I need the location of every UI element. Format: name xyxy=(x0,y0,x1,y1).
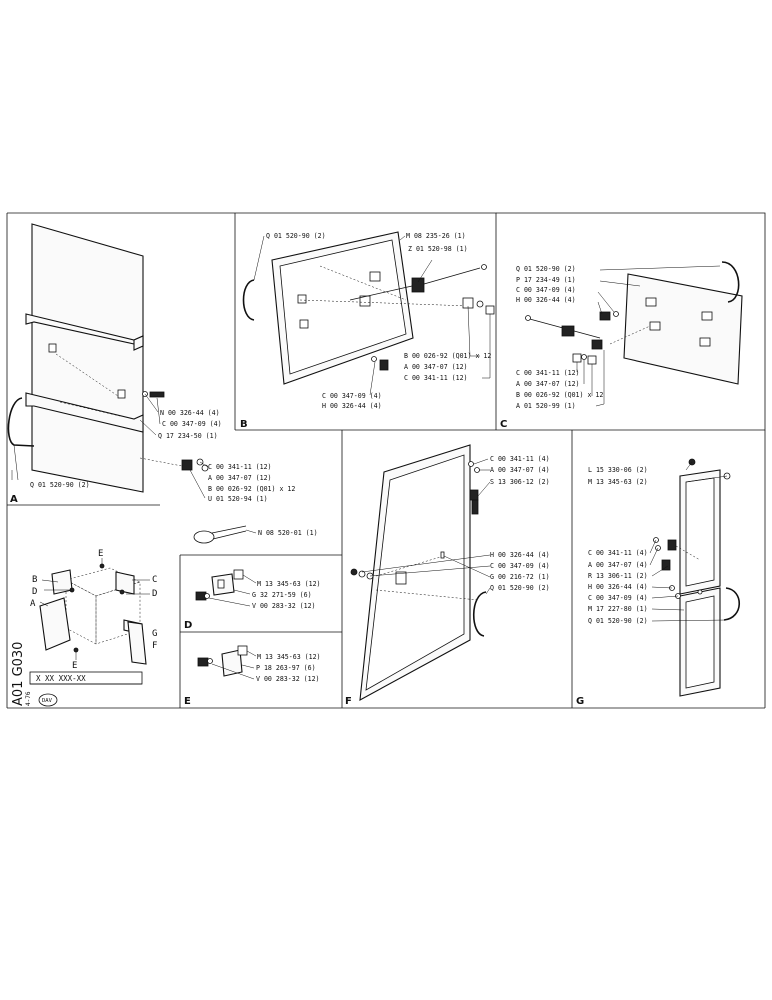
key-label-g: G xyxy=(152,629,157,639)
key-panel-c xyxy=(115,571,135,595)
key-label-b: B xyxy=(32,575,37,585)
callout-b-4: B 00 026-92 (Q01) x 12 xyxy=(404,352,491,360)
view-e: M 13 345-63 (12) P 18 263-97 (6) V 00 28… xyxy=(184,645,321,707)
view-c xyxy=(525,261,743,385)
callout-f-6: G 00 216-72 (1) xyxy=(490,573,550,581)
callout-a-8: U 01 520-94 (1) xyxy=(208,495,268,503)
part-code: X XX XXX-XX xyxy=(36,674,86,683)
callout-f-1: C 00 341-11 (4) xyxy=(490,455,550,463)
key-label-d-left: D xyxy=(32,587,37,597)
callout-a-7: B 00 026-92 (Q01) x 12 xyxy=(208,485,295,493)
callout-d-1: M 13 345-63 (12) xyxy=(257,580,321,588)
callout-a-2: C 00 347-09 (4) xyxy=(162,420,222,428)
callout-key-handle: N 08 520-01 (1) xyxy=(258,529,318,537)
dav-logo-text: DAV xyxy=(42,698,53,704)
callout-f-5: C 00 347-09 (4) xyxy=(490,562,550,570)
handle-f xyxy=(473,591,487,637)
view-letter-a: A xyxy=(10,494,18,505)
callout-g-3: C 00 341-11 (4) xyxy=(588,549,648,557)
callout-b-2: M 08 235-26 (1) xyxy=(406,232,466,240)
view-letter-d: D xyxy=(184,620,192,631)
view-letter-e: E xyxy=(184,696,191,707)
callout-b-3: Z 01 520-98 (1) xyxy=(408,245,468,253)
callout-b-6: C 00 341-11 (12) xyxy=(404,374,468,382)
callout-c-7: B 00 026-92 (Q01) x 12 xyxy=(516,391,603,399)
callout-e-3: V 00 283-32 (12) xyxy=(256,675,320,683)
key-label-d-right: D xyxy=(152,589,157,599)
view-a xyxy=(7,223,209,493)
callout-a-1: N 00 326-44 (4) xyxy=(160,409,220,417)
callout-c-1: Q 01 520-90 (2) xyxy=(516,265,576,273)
key-panel-a xyxy=(39,597,71,651)
view-g xyxy=(653,458,740,697)
view-letter-f: F xyxy=(345,696,352,707)
panel-a-wall xyxy=(31,223,144,493)
view-c-callouts: Q 01 520-90 (2) P 17 234-49 (1) C 00 347… xyxy=(500,265,721,430)
callout-a-5: C 00 341-11 (12) xyxy=(208,463,272,471)
drawing-number: A01 G030 xyxy=(11,642,26,706)
handle-tool xyxy=(193,525,257,544)
callout-c-2: P 17 234-49 (1) xyxy=(516,276,576,284)
callout-f-7: Q 01 520-90 (2) xyxy=(490,584,550,592)
callout-a-4: Q 01 520-90 (2) xyxy=(30,481,90,489)
key-label-e-bottom: E xyxy=(72,661,77,671)
callout-g-5: R 13 306-11 (2) xyxy=(588,572,648,580)
key-label-e-top: E xyxy=(98,549,103,559)
key-panel-f xyxy=(127,621,147,665)
view-f-callouts: C 00 341-11 (4) A 00 347-07 (4) S 13 306… xyxy=(345,455,550,707)
view-f xyxy=(350,444,487,701)
view-a-callouts: N 00 326-44 (4) C 00 347-09 (4) Q 17 234… xyxy=(10,393,295,505)
key-label-c: C xyxy=(152,575,157,585)
callout-f-2: A 00 347-07 (4) xyxy=(490,466,550,474)
callout-b-1: Q 01 520-90 (2) xyxy=(266,232,326,240)
handle-b xyxy=(242,279,255,321)
panel-frames xyxy=(6,212,766,709)
callout-g-1: L 15 330-06 (2) xyxy=(588,466,648,474)
callout-b-7: C 00 347-09 (4) xyxy=(322,392,382,400)
callout-c-4: H 00 326-44 (4) xyxy=(516,296,576,304)
callout-c-6: A 00 347-07 (12) xyxy=(516,380,580,388)
callout-g-4: A 00 347-07 (4) xyxy=(588,561,648,569)
key-label-a: A xyxy=(30,599,36,609)
callout-a-6: A 00 347-07 (12) xyxy=(208,474,272,482)
title-block: X XX XXX-XX A01 G030 4-76 DAV xyxy=(11,642,143,707)
dav-logo xyxy=(38,693,58,707)
view-letter-b: B xyxy=(240,419,248,430)
callout-d-2: G 32 271-59 (6) xyxy=(252,591,312,599)
handle-c xyxy=(721,261,740,303)
handle-a xyxy=(7,397,35,447)
view-g-callouts: L 15 330-06 (2) M 13 345-63 (2) C 00 341… xyxy=(576,461,728,707)
callout-g-8: M 17 227-80 (1) xyxy=(588,605,648,613)
view-d: M 13 345-63 (12) G 32 271-59 (6) V 00 28… xyxy=(184,569,321,631)
view-letter-c: C xyxy=(500,419,507,430)
key-overview: N 08 520-01 (1) E B C D D A G F E xyxy=(30,525,318,671)
drawing-date: 4-76 xyxy=(25,691,32,706)
callout-c-8: A 01 520-99 (1) xyxy=(516,402,576,410)
callout-g-6: H 00 326-44 (4) xyxy=(588,583,648,591)
callout-e-1: M 13 345-63 (12) xyxy=(257,653,321,661)
callout-b-5: A 00 347-07 (12) xyxy=(404,363,468,371)
callout-g-7: C 00 347-09 (4) xyxy=(588,594,648,602)
callout-c-5: C 00 341-11 (12) xyxy=(516,369,580,377)
view-b xyxy=(242,231,495,385)
key-panel-b xyxy=(51,569,73,595)
callout-c-3: C 00 347-09 (4) xyxy=(516,286,576,294)
callout-g-9: Q 01 520-90 (2) xyxy=(588,617,648,625)
callout-a-3: Q 17 234-50 (1) xyxy=(158,432,218,440)
callout-e-2: P 18 263-97 (6) xyxy=(256,664,316,672)
key-label-f: F xyxy=(152,641,157,651)
callout-d-3: V 00 283-32 (12) xyxy=(252,602,316,610)
callout-b-8: H 00 326-44 (4) xyxy=(322,402,382,410)
callout-g-2: M 13 345-63 (2) xyxy=(588,478,648,486)
callout-f-4: H 00 326-44 (4) xyxy=(490,551,550,559)
callout-f-3: S 13 306-12 (2) xyxy=(490,478,550,486)
view-letter-g: G xyxy=(576,696,584,707)
view-b-callouts: Q 01 520-90 (2) M 08 235-26 (1) Z 01 520… xyxy=(240,232,491,430)
handle-g xyxy=(723,587,740,621)
panel-c-plate xyxy=(623,273,743,385)
